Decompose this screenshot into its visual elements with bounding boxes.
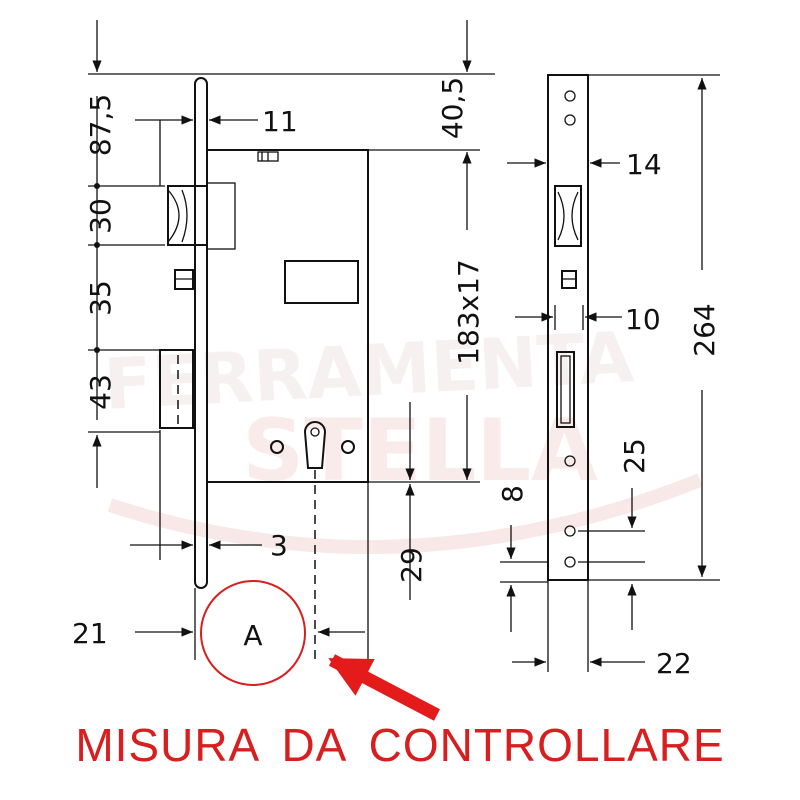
screw-hole-left xyxy=(270,440,284,454)
dim-43: 43 xyxy=(84,374,117,410)
faceplate-front-view xyxy=(547,74,589,581)
dim-264: 264 xyxy=(688,303,721,356)
cylinder-hole xyxy=(303,421,327,469)
lock-body-view xyxy=(159,77,369,589)
dim-183x17: 183x17 xyxy=(452,259,485,365)
dim-40-5: 40,5 xyxy=(436,77,469,139)
lock-case xyxy=(206,149,369,483)
highlight-circle xyxy=(200,580,306,686)
dim-21: 21 xyxy=(72,617,108,650)
faceplate xyxy=(194,77,208,589)
dim-a: A xyxy=(243,619,262,652)
dim-22: 22 xyxy=(656,647,692,680)
dim-35: 35 xyxy=(84,280,117,316)
caption-warning: MISURA DA CONTROLLARE xyxy=(75,719,725,771)
front-latch-opening xyxy=(554,185,582,247)
screw-hole-right xyxy=(341,440,355,454)
dim-8: 8 xyxy=(496,485,529,503)
front-plate xyxy=(547,74,589,581)
dim-87-5: 87,5 xyxy=(84,94,117,156)
dim-11: 11 xyxy=(262,105,298,138)
front-bolt-opening xyxy=(556,351,575,428)
dim-30: 30 xyxy=(84,198,117,234)
red-pointer-arrow xyxy=(328,654,441,721)
watermark-line2: STELLA xyxy=(242,401,598,501)
dim-29: 29 xyxy=(395,547,428,583)
dim-10: 10 xyxy=(625,303,661,336)
follower-slot xyxy=(284,260,359,304)
dim-3: 3 xyxy=(270,529,288,562)
dead-bolt xyxy=(159,349,194,429)
watermark-swoosh xyxy=(107,473,703,554)
latch-bolt xyxy=(167,185,207,246)
dim-14: 14 xyxy=(626,148,662,181)
dim-25: 25 xyxy=(618,438,651,474)
